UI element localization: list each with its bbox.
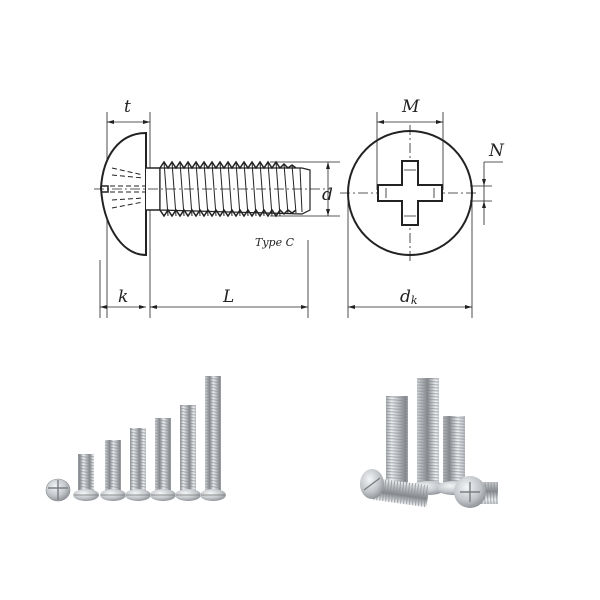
screw-side-view [94,112,340,318]
screw-2 [100,440,126,501]
label-k: k [118,287,128,307]
screw-standing-center [410,378,446,495]
label-t: t [124,97,131,117]
screw-6 [200,376,226,501]
label-L: L [222,287,234,307]
photo-screws-group [360,378,498,508]
label-N: N [488,141,505,161]
screw-lying-left [360,469,430,508]
screw-head-loose [45,478,71,502]
label-dk: dk [400,287,418,307]
screw-standing-left [386,396,408,484]
screw-3 [125,428,151,501]
screw-1 [73,454,99,501]
label-d: d [322,185,333,205]
screw-4 [150,418,176,501]
screw-5 [175,405,201,501]
technical-drawing: t k L d Type C M N dk [94,97,505,318]
screw-head-view [340,112,503,318]
photo-screws-lengths [45,376,226,502]
label-type-c: Type C [255,236,295,249]
screw-lying-right [454,476,498,508]
label-M: M [401,97,420,117]
